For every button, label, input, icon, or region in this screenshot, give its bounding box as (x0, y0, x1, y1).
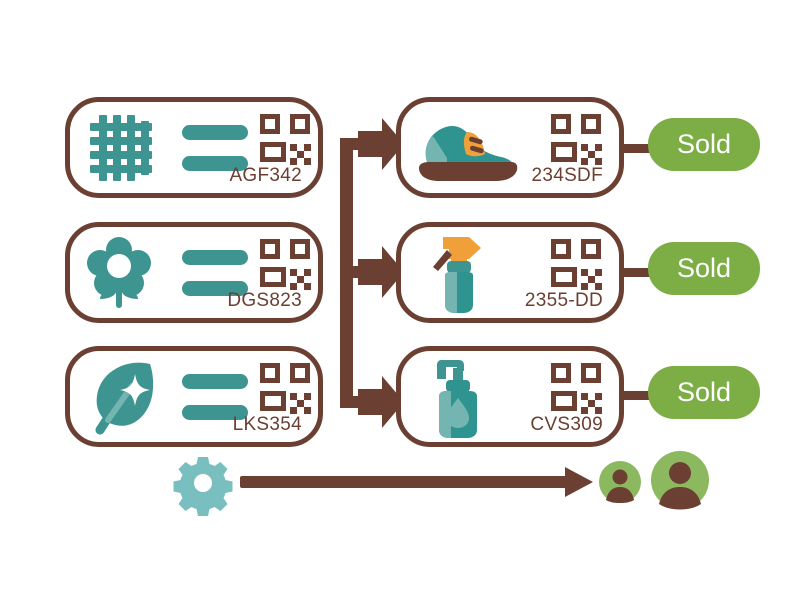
material-code-label: DGS823 (227, 290, 302, 311)
status-badge-label: Sold (676, 253, 732, 283)
fabric-weave-icon (88, 113, 154, 183)
process-flow-arrow (240, 462, 595, 504)
detail-bars (182, 373, 248, 420)
product-badge-connector (612, 391, 660, 400)
qr-code-icon[interactable] (260, 239, 312, 291)
flower-icon (87, 236, 151, 310)
detail-bar (182, 280, 248, 296)
soap-dispenser-icon (429, 354, 489, 440)
branch-arrows (340, 110, 410, 430)
material-code-label: LKS354 (232, 414, 302, 435)
qr-code-icon[interactable] (551, 363, 603, 415)
product-card[interactable]: 2355-DD (396, 222, 624, 323)
product-card[interactable]: CVS309 (396, 346, 624, 447)
product-code-label: 234SDF (531, 165, 603, 186)
customer-avatar-small[interactable] (598, 460, 642, 504)
material-card[interactable]: AGF342 (65, 97, 323, 198)
status-badge-sold[interactable]: Sold (648, 118, 760, 171)
product-code-label: CVS309 (530, 414, 603, 435)
sneaker-icon (413, 112, 519, 184)
product-card[interactable]: 234SDF (396, 97, 624, 198)
detail-bars (182, 249, 248, 296)
status-badge-sold[interactable]: Sold (648, 366, 760, 419)
detail-bar (182, 404, 248, 420)
product-code-label: 2355-DD (524, 290, 603, 311)
qr-code-icon[interactable] (551, 114, 603, 166)
detail-bars (182, 124, 248, 171)
qr-code-icon[interactable] (260, 363, 312, 415)
status-badge-label: Sold (676, 377, 732, 407)
leaf-sparkle-icon (88, 360, 158, 434)
status-badge-sold[interactable]: Sold (648, 242, 760, 295)
product-badge-connector (612, 144, 660, 153)
qr-code-icon[interactable] (260, 114, 312, 166)
material-card[interactable]: LKS354 (65, 346, 323, 447)
spray-bottle-icon (425, 231, 491, 315)
material-code-label: AGF342 (229, 165, 302, 186)
status-badge-label: Sold (676, 129, 732, 159)
product-badge-connector (612, 268, 660, 277)
qr-code-icon[interactable] (551, 239, 603, 291)
customer-avatar-large[interactable] (650, 450, 710, 510)
detail-bar (182, 373, 248, 389)
gear-icon[interactable] (173, 456, 233, 516)
detail-bar (182, 155, 248, 171)
material-card[interactable]: DGS823 (65, 222, 323, 323)
detail-bar (182, 124, 248, 140)
detail-bar (182, 249, 248, 265)
